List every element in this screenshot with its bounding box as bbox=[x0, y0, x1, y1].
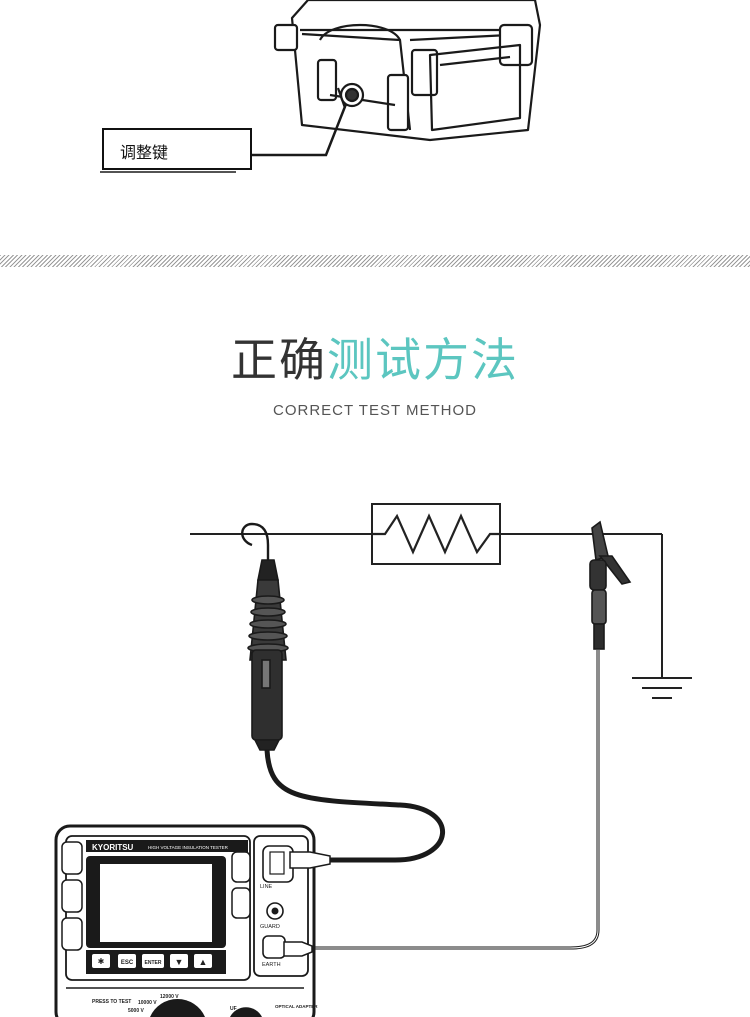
uf-label: UF bbox=[230, 1006, 237, 1012]
up-arrow-icon: ▲ bbox=[199, 957, 208, 967]
line-probe bbox=[241, 522, 289, 751]
section-title: 正确测试方法 bbox=[0, 330, 750, 390]
brand-strip bbox=[86, 840, 248, 852]
brand-name: KYORITSU bbox=[92, 843, 134, 852]
key-leader-line bbox=[252, 103, 348, 157]
optical-adapter-label: OPTICAL ADAPTER bbox=[275, 1004, 318, 1009]
lcd-screen bbox=[100, 864, 212, 942]
esc-button-label: ESC bbox=[121, 960, 134, 966]
down-arrow-icon: ▼ bbox=[175, 957, 184, 967]
earth-terminal-label: EARTH bbox=[262, 962, 281, 968]
section-title-dark: 正确 bbox=[231, 333, 327, 387]
voltage-5000-label: 5000 V bbox=[128, 1008, 145, 1014]
voltage-12000-label: 12000 V bbox=[160, 994, 179, 1000]
earth-clip-cable bbox=[305, 650, 600, 950]
light-button[interactable] bbox=[92, 954, 110, 968]
guard-terminal-label: GUARD bbox=[260, 924, 280, 930]
earth-plug bbox=[283, 941, 313, 957]
resistor-symbol bbox=[372, 513, 500, 555]
voltage-10000-label: 10000 V bbox=[138, 1000, 157, 1006]
light-icon: ✱ bbox=[98, 957, 105, 966]
enter-button-label: ENTER bbox=[145, 960, 162, 966]
adjust-key-label: 调整键 bbox=[120, 143, 169, 162]
earth-clip bbox=[589, 520, 632, 650]
secondary-dial[interactable] bbox=[230, 1007, 262, 1017]
line-plug bbox=[289, 851, 331, 869]
esc-button[interactable] bbox=[118, 954, 136, 968]
model-label: HIGH VOLTAGE INSULATION TESTER bbox=[148, 845, 229, 850]
insulation-tester: ✱ ESC ENTER ▼ ▲ KYORITSU HIGH VOLTAGE IN… bbox=[54, 824, 318, 1017]
line-probe-cable bbox=[264, 749, 445, 863]
section-subtitle: CORRECT TEST METHOD bbox=[272, 402, 478, 419]
circuit-diagram bbox=[190, 503, 692, 699]
adjust-key-callout: 调整键 bbox=[102, 128, 252, 170]
section-title-accent: 测试方法 bbox=[327, 333, 519, 387]
section-divider bbox=[0, 255, 750, 267]
probe-hook bbox=[241, 522, 270, 560]
up-button[interactable] bbox=[194, 954, 212, 968]
enter-button[interactable] bbox=[142, 954, 164, 968]
line-terminal-label: LINE bbox=[260, 884, 273, 890]
carrying-case-illustration bbox=[273, 0, 542, 142]
press-to-test-label: PRESS TO TEST bbox=[92, 999, 131, 1005]
rotary-dial[interactable] bbox=[150, 998, 205, 1017]
earth-terminal[interactable] bbox=[262, 935, 286, 959]
down-button[interactable] bbox=[170, 954, 188, 968]
